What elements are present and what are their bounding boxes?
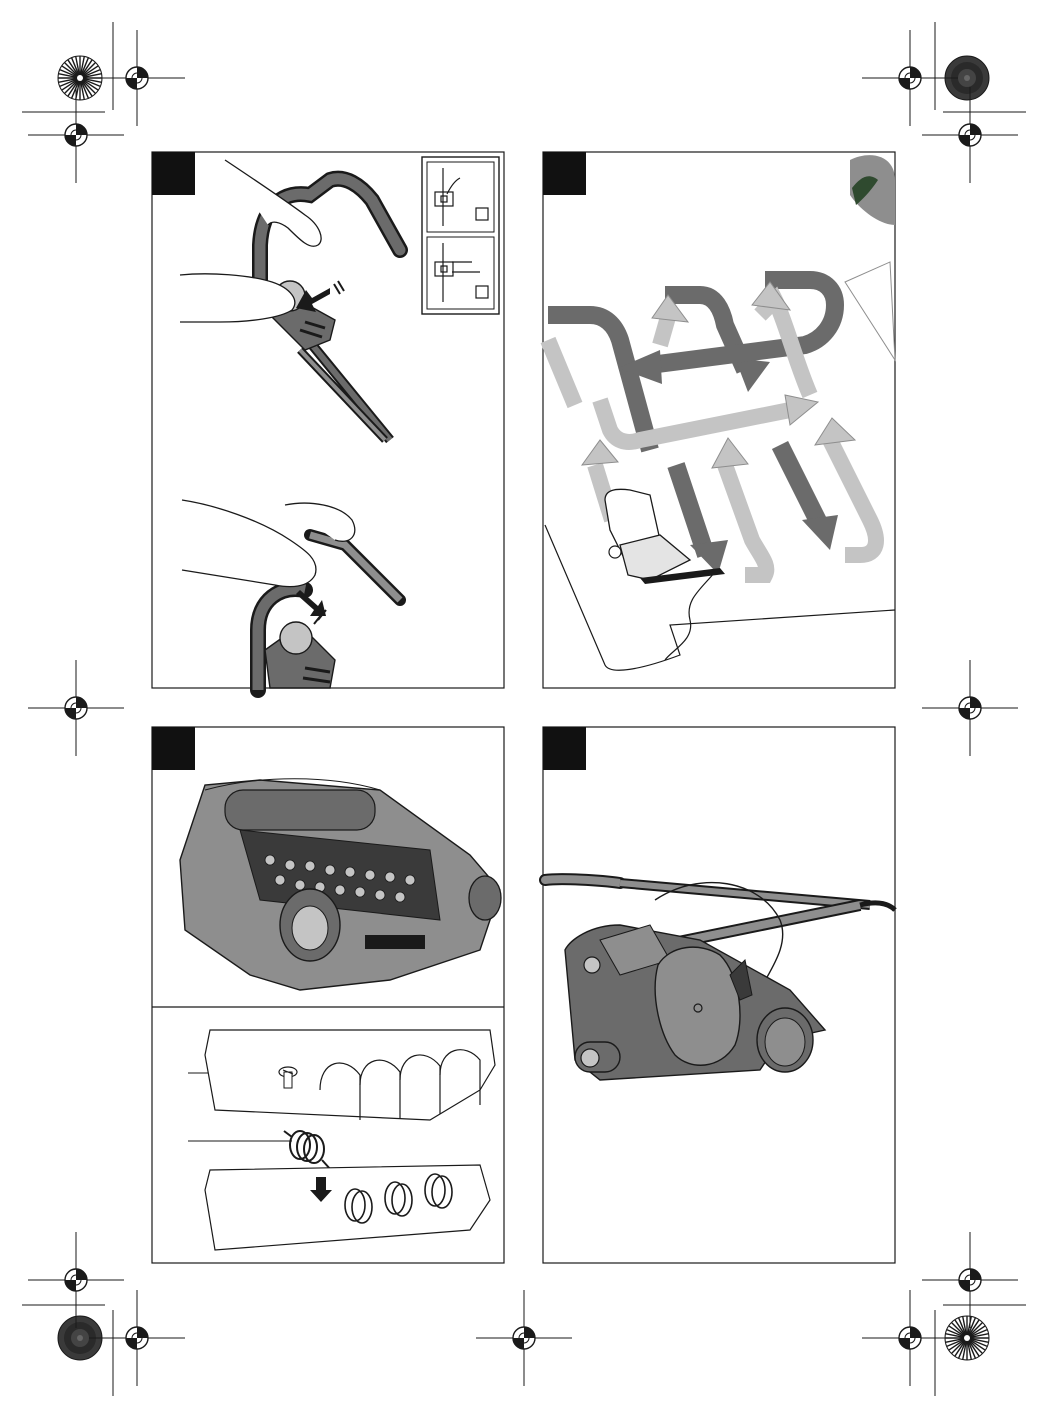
registration-marks [22, 22, 1026, 1396]
panel-number-tab [543, 727, 586, 770]
registration-mark-icon [28, 1232, 124, 1328]
panel-number-tab [152, 152, 195, 195]
paving-area [845, 262, 895, 360]
panel-roller-maintenance [152, 727, 504, 1263]
scarifier-illustration [545, 879, 895, 1080]
registration-mark-icon [28, 660, 124, 756]
hand-icon [225, 160, 321, 246]
registration-mark-icon [862, 1290, 958, 1386]
arrow-icon [296, 281, 344, 312]
registration-mark-icon [922, 660, 1018, 756]
panel-number-tab [543, 152, 586, 195]
trim-lines [22, 22, 1026, 1396]
mower-icon [605, 489, 725, 660]
tine-spring-illustration [188, 1030, 495, 1250]
handle-release-illustration [180, 160, 400, 440]
panel-scarifier-side-view [543, 727, 895, 1263]
scarifier-underside-illustration [180, 779, 501, 990]
handle-lock-illustration [182, 500, 400, 690]
hand-icon [182, 500, 316, 587]
mowing-lane-arrows [548, 280, 876, 575]
registration-mark-icon [28, 87, 124, 183]
panel-mowing-pattern [543, 152, 895, 688]
knob-icon [280, 622, 312, 654]
hand-icon [180, 274, 295, 322]
registration-mark-icon [922, 87, 1018, 183]
lock-symbol-box [422, 157, 499, 314]
panel-handle-fold [152, 152, 504, 690]
registration-mark-icon [476, 1290, 572, 1386]
registration-mark-icon [89, 1290, 185, 1386]
registration-mark-icon [922, 1232, 1018, 1328]
panel-number-tab [152, 727, 195, 770]
